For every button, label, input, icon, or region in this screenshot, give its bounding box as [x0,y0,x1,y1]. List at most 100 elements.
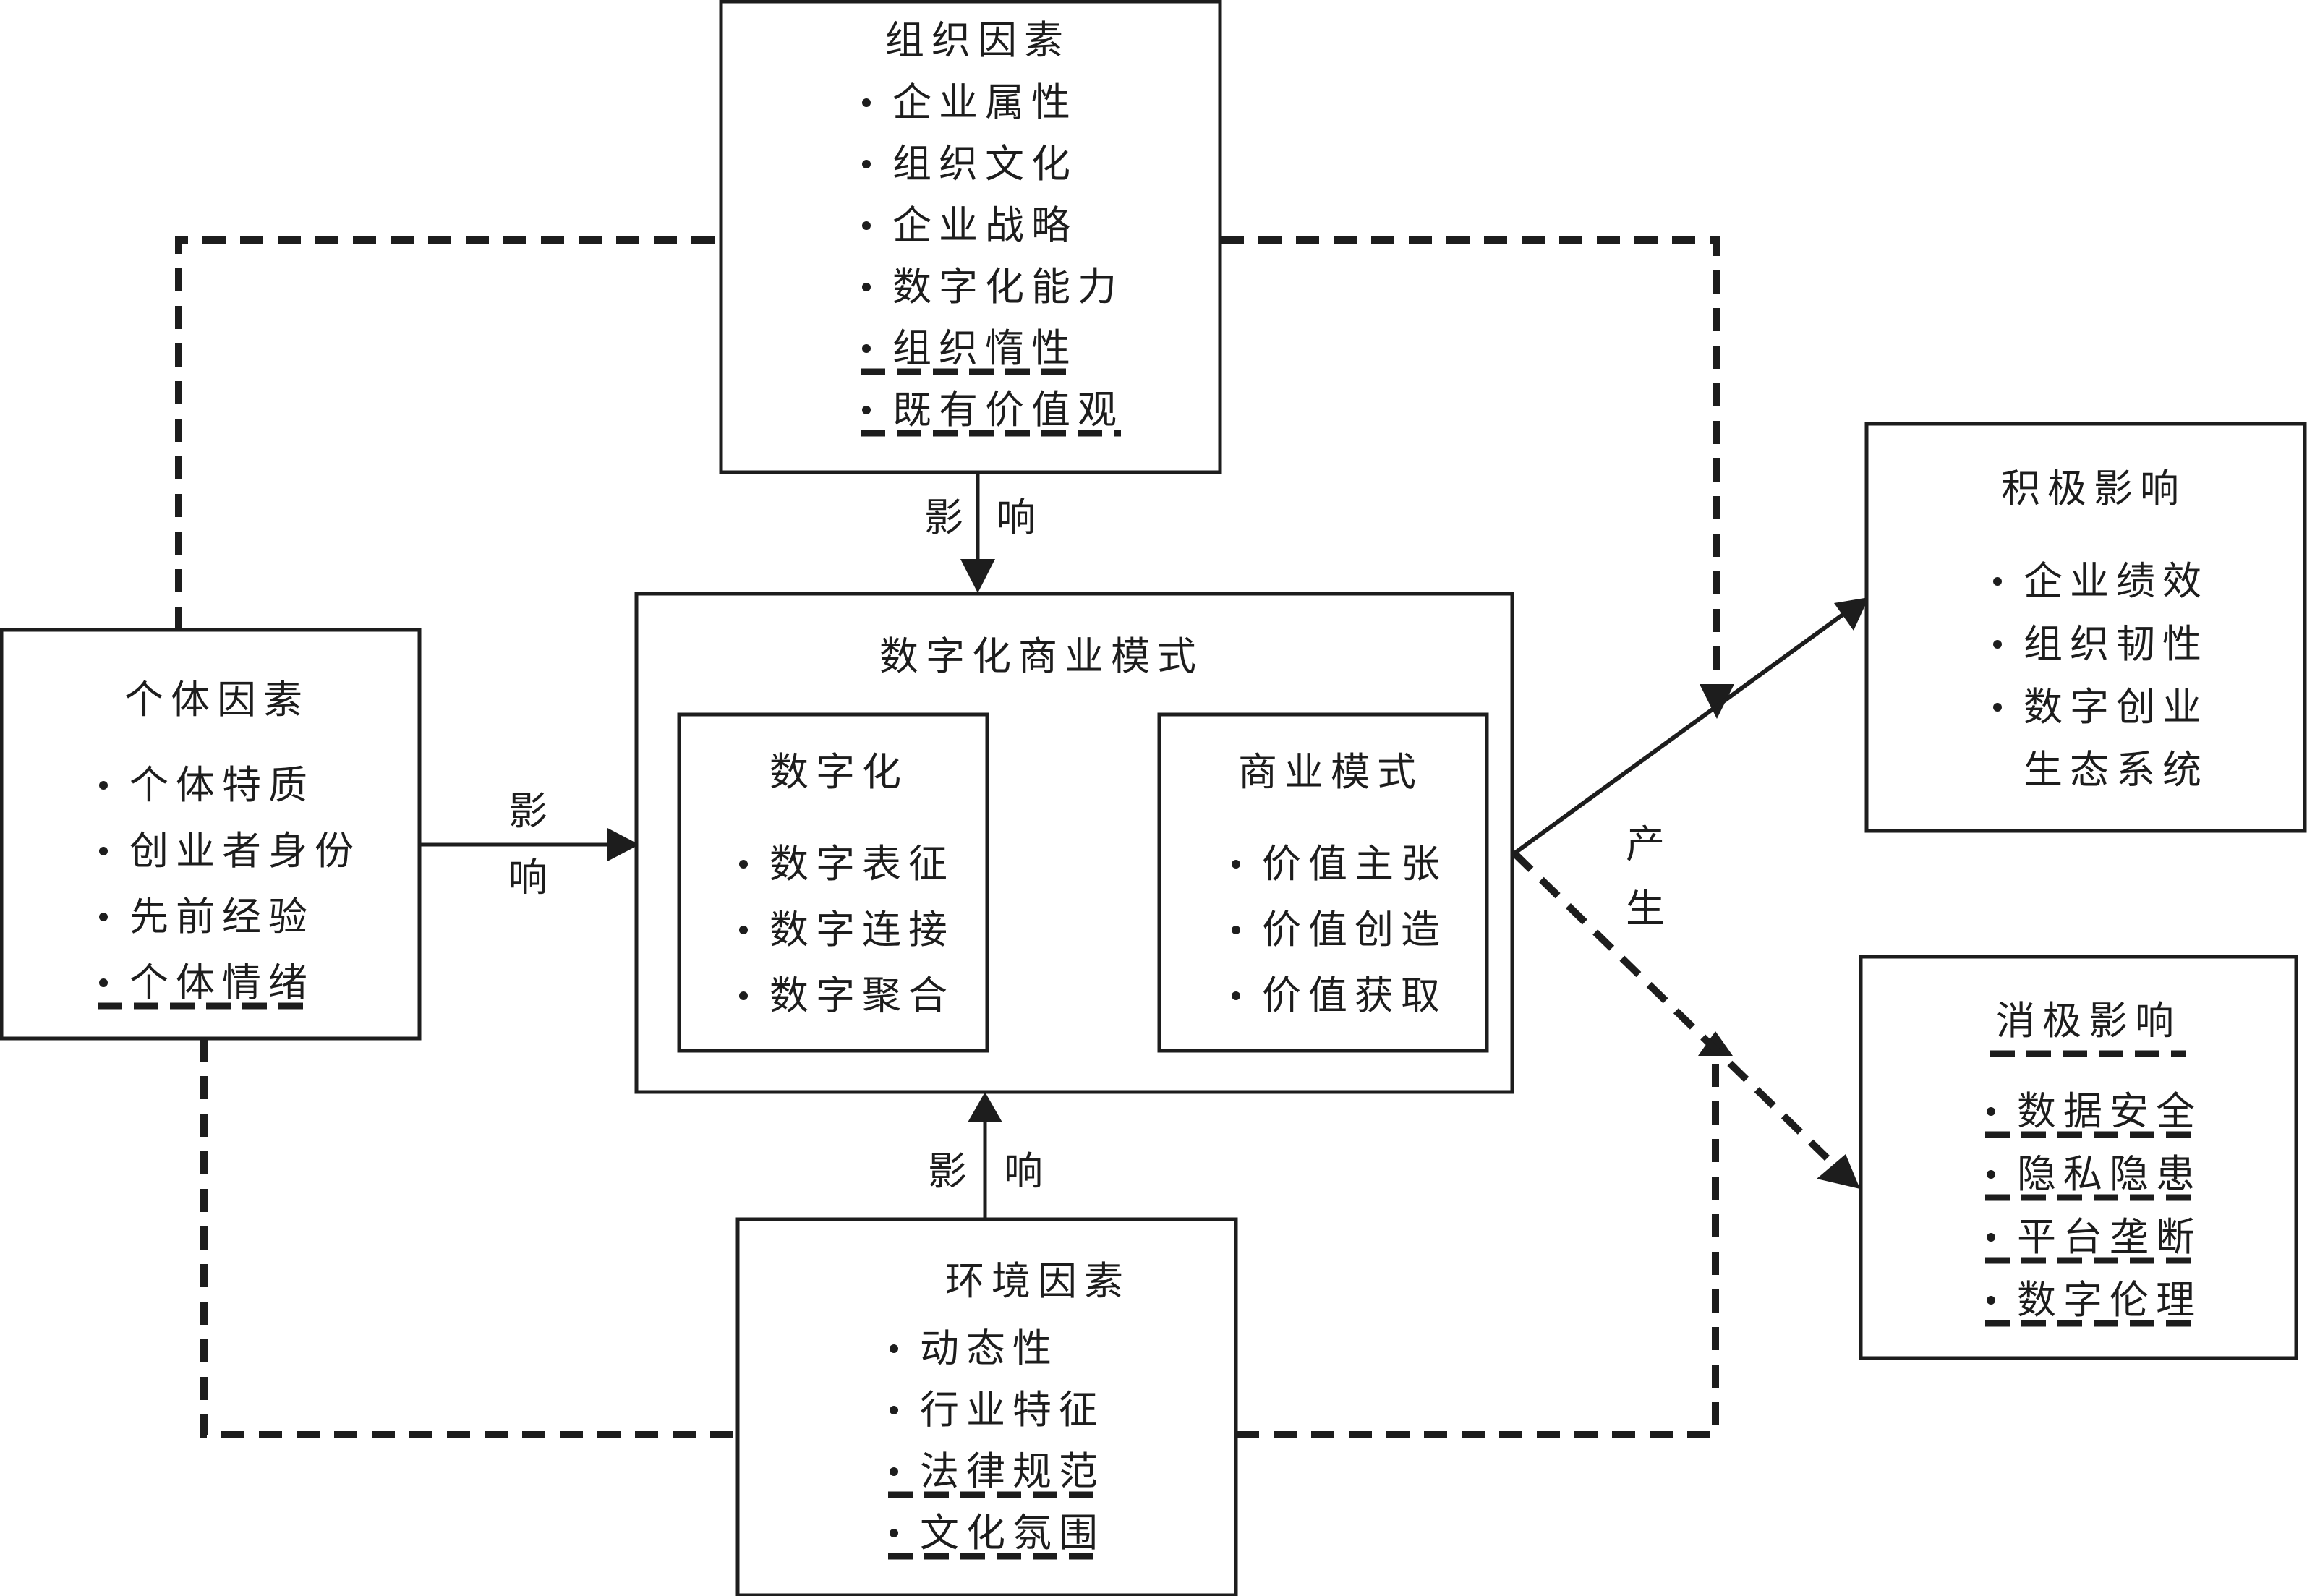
label-produce-1: 产 [1626,822,1672,867]
list-item-text: 法律规范 [920,1448,1105,1494]
list-item: 隐私隐患 [1985,1151,2202,1201]
positive-title: 积极影响 [2001,466,2186,511]
list-item: 文化氛围 [888,1510,1102,1560]
list-item-text: 创业者身份 [129,828,361,874]
list-item-text: 企业属性 [892,80,1078,125]
bullet-icon [1987,1233,1995,1242]
label-influence-left-1: 影 [508,788,555,834]
label-influence-top-1: 影 [924,495,971,540]
bullet-icon [99,978,108,987]
bullet-icon [1993,577,2002,586]
label-produce-2: 生 [1626,886,1672,931]
bullet-icon [862,283,871,291]
bullet-icon [1987,1296,1995,1305]
edge-labels: 影 响 影 响 影 响 产 生 [508,495,1672,1194]
bullet-icon [99,847,108,855]
bullet-icon [739,926,748,934]
list-item: 先前经验 [99,894,315,939]
list-item: 平台垄断 [1985,1214,2202,1264]
list-item-text: 个体特质 [129,762,315,808]
dashed-line-env-to-outcome [1236,1057,1719,1438]
list-item: 企业属性 [862,80,1078,125]
list-item: 行业特征 [890,1387,1105,1433]
list-item: 价值主张 [1232,841,1447,887]
label-influence-left-2: 响 [508,855,555,900]
list-item-text: 数字聚合 [769,973,955,1018]
list-item-text: 行业特征 [920,1387,1105,1433]
list-item: 数字表征 [739,841,955,887]
list-item: 组织惰性 [861,325,1078,375]
digitalization-title: 数字化 [769,749,908,795]
arrowhead-right-center-icon [607,828,639,861]
list-item-text: 数字表征 [769,841,955,887]
bullet-icon [862,344,871,353]
arrow-to-positive [1513,613,1844,855]
arrowhead-up-center-icon [968,1092,1002,1122]
negative-title: 消极影响 [1996,998,2181,1044]
dashed-line-individual-to-env [200,1038,737,1438]
bullet-icon [1993,640,2002,649]
list-item-text: 企业战略 [892,202,1078,248]
label-influence-bottom-2: 响 [1004,1148,1050,1194]
list-item-text: 隐私隐患 [2017,1151,2202,1197]
bullet-icon [739,860,748,869]
bullet-icon [890,1467,898,1476]
list-item-text: 数字化能力 [892,264,1124,310]
list-item-text: 生态系统 [2024,747,2209,793]
bullet-icon [890,1529,898,1537]
list-item: 价值创造 [1232,907,1440,952]
list-item: 组织文化 [862,141,1070,187]
list-item-text: 价值主张 [1262,841,1447,887]
list-item: 既有价值观 [861,387,1121,437]
arrowhead-down-center-icon [960,559,995,593]
environment-title: 环境因素 [945,1258,1130,1304]
list-item: 数字创业 [1993,684,2201,730]
list-item: 数字化能力 [862,264,1124,310]
list-item-text: 平台垄断 [2017,1214,2202,1260]
list-item-text: 数字伦理 [2017,1277,2202,1323]
list-item: 数据安全 [1985,1088,2199,1138]
bullet-icon [862,98,871,107]
bullet-icon [739,991,748,1000]
list-item: 企业绩效 [1993,558,2209,604]
bullet-icon [862,221,871,230]
bullet-icon [99,781,108,790]
dashed-line-org-to-outcome [1221,236,1720,686]
arrowhead-negative-icon [1817,1154,1860,1189]
list-item: 数字聚合 [739,973,955,1018]
list-item: 创业者身份 [99,828,361,874]
list-item: 组织韧性 [1993,621,2209,667]
list-item-text: 组织惰性 [892,325,1078,371]
list-item: 个体特质 [99,762,315,808]
business-model-title: 商业模式 [1238,749,1423,795]
bullet-icon [1232,860,1240,869]
bullet-icon [1987,1107,1995,1116]
list-item-text: 数字连接 [769,907,955,952]
list-item: 动态性 [890,1326,1052,1371]
list-item-text: 先前经验 [129,894,315,939]
list-item-text: 价值获取 [1262,973,1447,1018]
bullet-icon [99,913,108,921]
dashed-line-individual-to-org [175,236,721,630]
list-item: 价值获取 [1232,973,1447,1018]
bullet-icon [862,406,871,414]
list-item-text: 企业绩效 [2024,558,2209,604]
bullet-icon [1232,926,1240,934]
dashed-connectors [175,236,1860,1438]
bullet-icon [862,160,871,168]
bullet-icon [1987,1170,1995,1179]
list-item-text: 组织韧性 [2024,621,2209,667]
list-item: 生态系统 [2024,747,2209,793]
